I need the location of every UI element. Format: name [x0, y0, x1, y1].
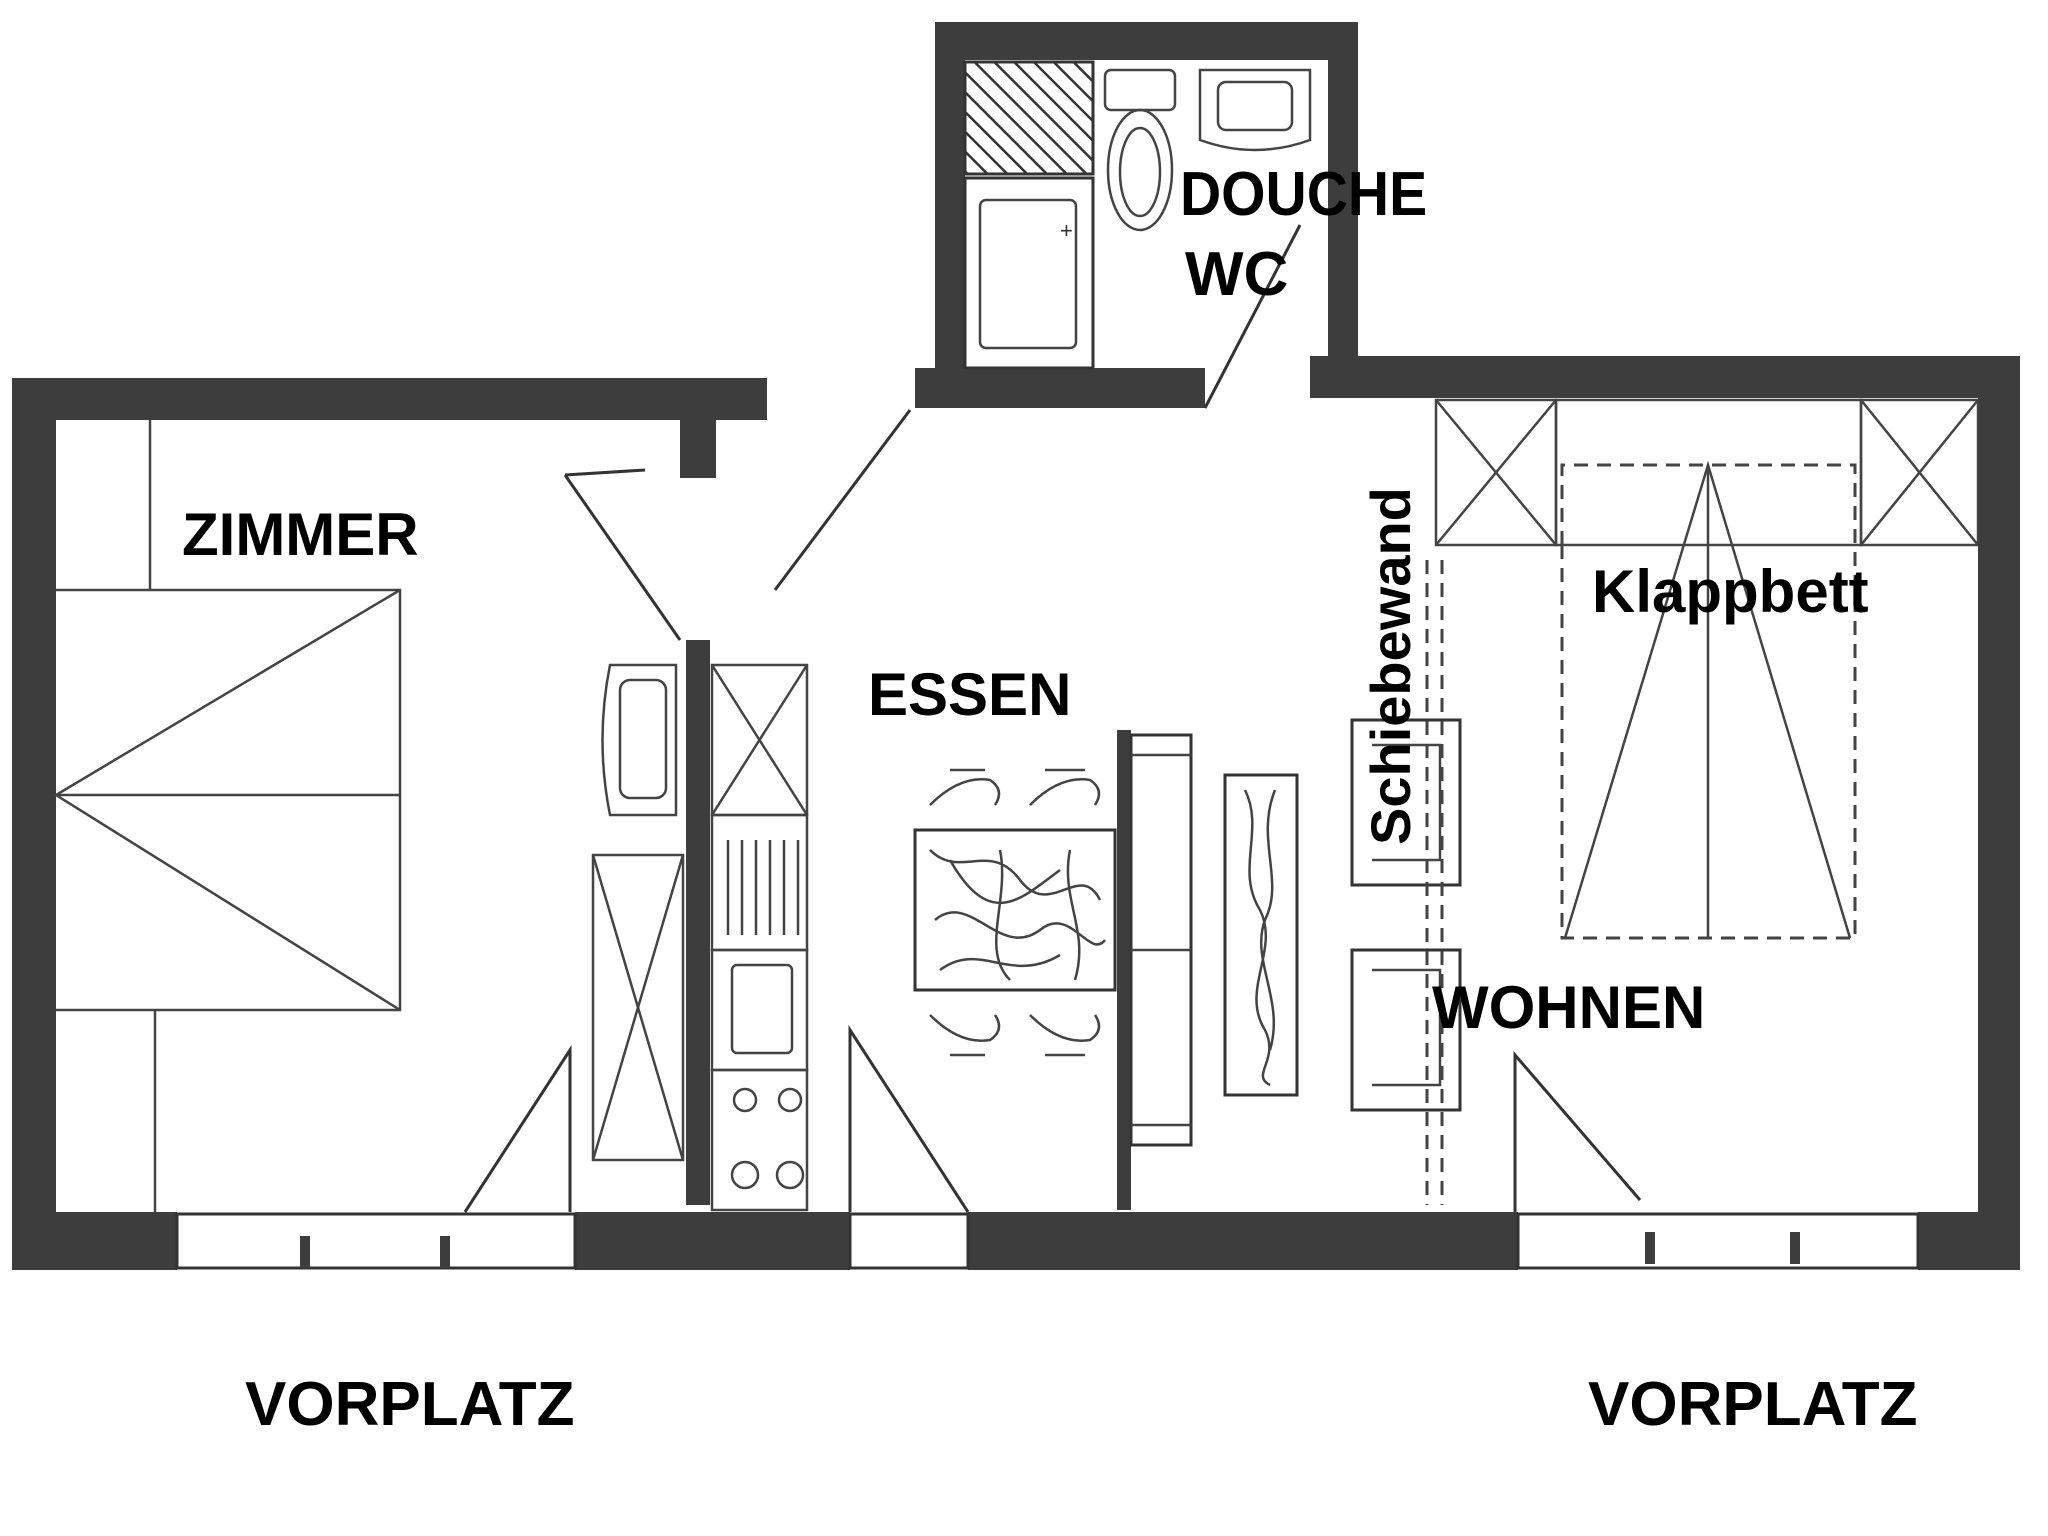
- bathroom-fixtures: +: [963, 60, 1312, 370]
- dining-furniture: [913, 733, 1299, 1147]
- kitchen-fixtures: [591, 663, 809, 1212]
- windows: [175, 1212, 1920, 1270]
- label-wc: WC: [1185, 240, 1288, 309]
- zimmer-furniture: [53, 420, 402, 1212]
- label-zimmer: ZIMMER: [182, 501, 419, 568]
- label-wohnen: WOHNEN: [1432, 974, 1705, 1041]
- door-swings: [463, 224, 1642, 1213]
- svg-text:+: +: [1060, 218, 1073, 243]
- label-schiebewand: Schiebewand: [1359, 487, 1422, 845]
- label-essen: ESSEN: [868, 661, 1071, 728]
- label-douche: DOUCHE: [1180, 159, 1427, 229]
- labels: DOUCHE WC ZIMMER ESSEN Klappbett Schiebe…: [182, 159, 1918, 1439]
- label-vorplatz-left: VORPLATZ: [245, 1370, 575, 1439]
- walls: [12, 22, 2020, 1270]
- living-furniture: [1350, 398, 1980, 1205]
- label-vorplatz-right: VORPLATZ: [1588, 1370, 1918, 1439]
- label-klappbett: Klappbett: [1592, 558, 1869, 625]
